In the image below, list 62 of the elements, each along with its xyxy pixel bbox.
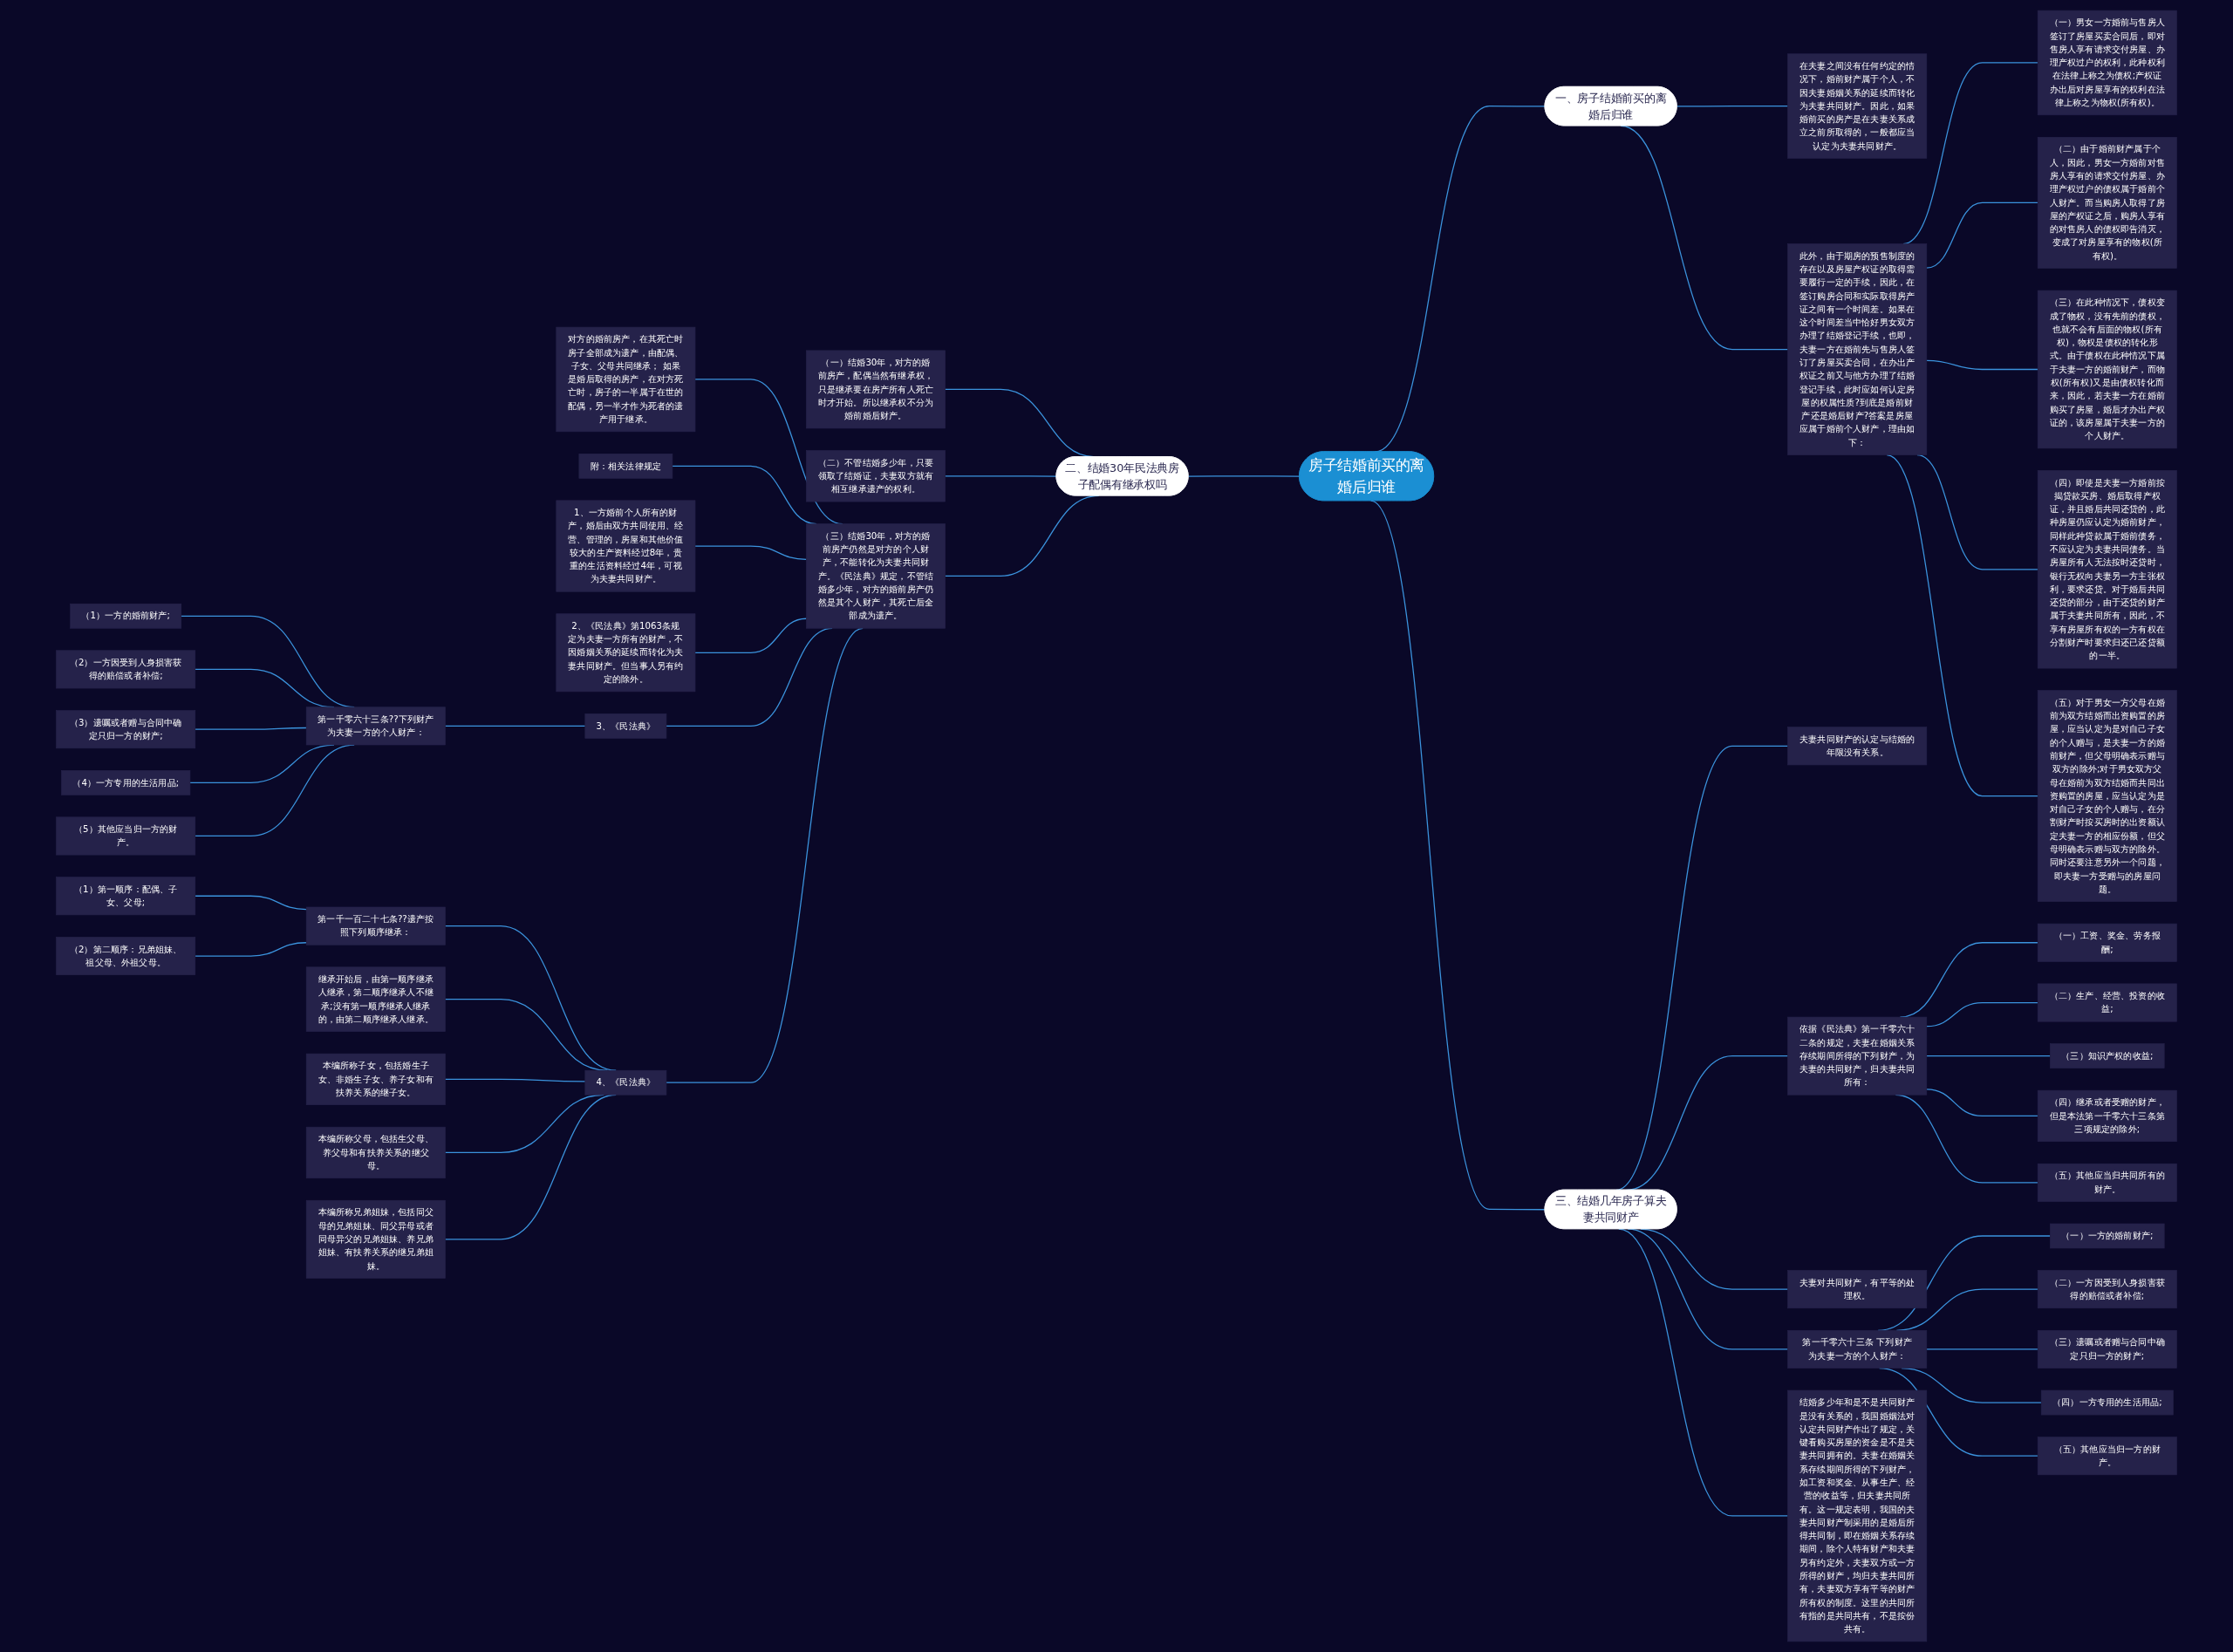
node-box: 结婚多少年和是不是共同财产是没有关系的，我国婚姻法对认定共同财产作出了规定，关键看购买房屋的资金是不是夫妻共同拥有的。夫妻在婚姻关系存续期间所得的下列财产，如工资和奖金、从事生产、经营的收益等，归夫妻共同所有。这一规定表明，我国的夫妻共同财产制采用的是婚后所得共同制，即在婚姻关系存续期间，除个人特有财产和夫妻另有约定外，夫妻双方或一方所得的财产，均归夫妻共同所有，夫妻双方享有平等的财产所有权的制度。这里的共同所有指的是共同共有，不是按份共有。 [1787,1389,1928,1642]
node-box: 本编所称父母，包括生父母、养父母和有扶养关系的继父母。 [305,1126,446,1179]
node-box: 在夫妻之间没有任何约定的情况下，婚前财产属于个人，不因夫妻婚姻关系的延续而转化为夫妻共同财产。因此，如果婚前买的房产是在夫妻关系成立之前所取得的，一般都应当认定为夫妻共同财产。 [1787,53,1928,159]
node-box: 夫妻对共同财产，有平等的处理权。 [1787,1270,1928,1309]
connector [694,618,807,653]
node-box: 本编所称兄弟姐妹，包括同父母的兄弟姐妹、同父异母或者同母异父的兄弟姐妹、养兄弟姐妹、有扶养关系的继兄弟姐妹。 [305,1199,446,1279]
node-box: （一）男女一方婚前与售房人签订了房屋买卖合同后，即对售房人享有请求交付房屋、办理产权过户的权利，此种权利在法律上称之为债权;产权证办出后对房屋享有的权利在法律上称之为物权(所有权)。 [2037,10,2177,116]
node-box: 2、《民法典》第1063条规定为夫妻一方所有的财产，不因婚姻关系的延续而转化为夫妻共同财产。但当事人另有约定的除外。 [556,613,696,693]
node-box: （二）由于婚前财产属于个人，因此，男女一方婚前对售房人享有的请求交付房屋、办理产权过户的债权属于婚前个人财产。而当购房人取得了房屋的产权证之后，购房人享有的对售房人的债权即告消灭，变成了对房屋享有的物权(所有权)。 [2037,137,2177,269]
node-box: （五）对于男女一方父母在婚前为双方结婚而出资购置的房屋，应当认定为是对自己子女的个人赠与，是夫妻一方的婚前财产，但父母明确表示赠与双方的除外;对于男女双方父母在婚前为双方结婚而共同出资购置的房屋，应当认定为是对自己子女的个人赠与，在分割财产时按买房时的出资额认定夫妻一方的相应份额，但父母明确表示赠与双方的除外。同时还要注意另外一个问题，即夫妻一方受赠与的房屋问题。 [2037,690,2177,902]
node-box: 4、《民法典》 [584,1069,667,1096]
node-box: 本编所称子女，包括婚生子女、非婚生子女、养子女和有扶养关系的继子女。 [305,1053,446,1105]
node-box: （五）其他应当归一方的财产。 [2037,1437,2177,1476]
node-box: （2）第二顺序：兄弟姐妹、祖父母、外祖父母。 [56,937,196,975]
connector [1618,1228,1789,1517]
connector [1926,1001,2038,1027]
node-box: （1）一方的婚前财产; [70,603,182,629]
connector [1369,500,1546,1211]
node-box: （1）第一顺序：配偶、子女、父母; [56,877,196,916]
node-box: （五）其他应当归共同所有的财产。 [2037,1163,2177,1202]
connector [1926,1348,2038,1350]
node-box: （2）一方因受到人身损害获得的赔偿或者补偿; [56,650,196,689]
node-box: （一）一方的婚前财产; [2050,1223,2165,1249]
node-box: （5）其他应当归一方的财产。 [56,816,196,856]
node-box: （四）即使是夫妻一方婚前按揭贷款买房、婚后取得产权证，并且婚后共同还贷的，此种房屋仍应认定为婚前财产，同样此种贷款属于婚前债务，不应认定为夫妻共同债务。当房屋所有人无法按时还贷时，银行无权向夫妻另一方主张权利，要求还贷。对于婚后共同还贷的部分，由于还贷的财产属于夫妻共同所有，因此，不享有房屋所有权的一方有权在分割财产时要求归还已还贷额的一半。 [2037,470,2177,669]
connector [444,725,586,727]
connector [694,545,807,560]
connector [1187,475,1301,477]
node-box: 夫妻共同财产的认定与结婚的年限没有关系。 [1787,727,1928,766]
connector [1926,359,2038,371]
node-box: 第一千一百二十七条??遗产按照下列顺序继承： [305,906,446,945]
node-box: 第一千零六十三条 下列财产为夫妻一方的个人财产： [1787,1329,1928,1369]
node-box: （三）遗嘱或者赠与合同中确定只归一方的财产; [2037,1329,2177,1369]
node-box: （二）一方因受到人身损害获得的赔偿或者补偿; [2037,1270,2177,1309]
node-box: （二）生产、经营、投资的收益; [2037,983,2177,1022]
node-box: 继承开始后，由第一顺序继承人继承，第二顺序继承人不继承;没有第一顺序继承人继承的，由第二顺序继承人继承。 [305,966,446,1032]
node-box: （一）结婚30年，对方的婚前房产，配偶当然有继承权，只是继承要在房产所有人死亡时才开始。所以继承权不分为婚前婚后财产。 [806,350,946,429]
node-box: （二）不管结婚多少年，只要领取了结婚证，夫妻双方就有相互继承遗产的权利。 [806,450,946,502]
node-box: （三）结婚30年，对方的婚前房产仍然是对方的个人财产，不能转化为夫妻共同财产。《民法典》规定，不管结婚多少年，对方的婚前房产仍然是其个人财产，其死亡后全部成为遗产。 [806,523,946,629]
node-box: 1、一方婚前个人所有的财产，婚后由双方共同使用、经营、管理的，房屋和其他价值较大的生产资料经过8年，贵重的生活资料经过4年，可视为夫妻共同财产。 [556,500,696,592]
connector [444,1078,586,1082]
connector [944,475,1057,477]
connector [195,895,307,911]
node-box: （3）遗嘱或者赠与合同中确定只归一方的财产; [56,710,196,749]
connector [1676,106,1789,107]
node-box: （4）一方专用的生活用品; [61,770,191,795]
connector [1926,1089,2038,1117]
connector [195,727,307,730]
node-box: 第一千零六十三条??下列财产为夫妻一方的个人财产： [305,707,446,746]
node-box: 此外，由于期房的预售制度的存在以及房屋产权证的取得需要履行一定的手续，因此，在签订购房合同和实际取得房产证之间有一个时间差。如果在这个时间差当中恰好男女双方办理了结婚登记手续，也即，夫妻一方在婚前先与售房人签订了房屋买卖合同，在办出产权证之前又与他方办理了结婚登记手续，此时应如何认定房屋的权属性质?到底是婚前财产还是婚后财产?答案是房屋应属于婚前个人财产，理由如下： [1787,243,1928,455]
node-box: 对方的婚前房产，在其死亡时房子全部成为遗产，由配偶、子女、父母共同继承； 如果是婚后取得的房产，在对方死亡时，房子的一半属于在世的配偶，另一半才作为死者的遗产用于继承。 [556,326,696,433]
node-box: （四）继承或者受赠的财产，但是本法第一千零六十三条第三项规定的除外; [2037,1089,2177,1143]
node-box: （三）知识产权的收益; [2050,1043,2165,1068]
node-box: （四）一方专用的生活用品; [2040,1389,2174,1416]
node-box: 附：相关法律规定 [578,454,673,479]
connector [1926,201,2038,269]
node-box: 依据《民法典》第一千零六十二条的规定，夫妻在婚姻关系存续期间所得的下列财产，为夫妻的共同财产，归夫妻共同所有： [1787,1016,1928,1096]
connector [1926,1055,2052,1057]
node-box: （一）工资、奖金、劳务报酬; [2037,923,2177,962]
node-box: （三）在此种情况下，债权变成了物权，没有先前的债权，也就不会有后面的物权(所有权)，物权是债权的转化形式。由于债权在此种情况下属于夫妻一方的婚前财产，而物权(所有权)又是由债权转化而来，因此，若夫妻一方在婚前购买了房屋，婚后才办出产权证的，该房屋属于夫妻一方的个人财产。 [2037,290,2177,449]
connector [195,942,307,957]
node-box: 3、《民法典》 [584,713,667,739]
